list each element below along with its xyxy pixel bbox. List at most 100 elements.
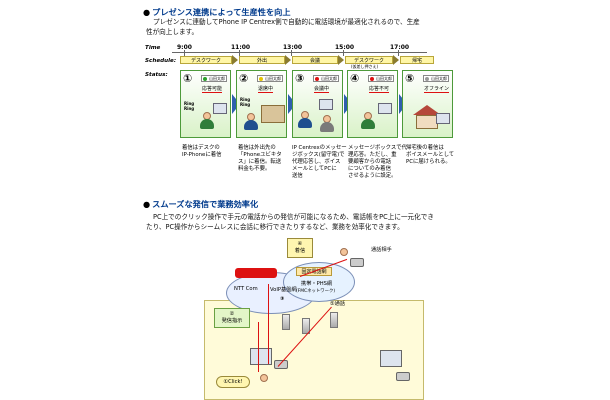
presence-card: 山田太郎 (423, 75, 449, 82)
mobile-net-label-1: 携帯・PHS網 (301, 281, 333, 287)
presence-state: オフライン (424, 86, 450, 93)
status-number: ③ (295, 72, 305, 85)
server-icon (330, 312, 338, 328)
building-icon (261, 105, 285, 123)
callout-dial-instruction: ② 発信指示 (214, 308, 250, 328)
callout-text: ①Click! (223, 378, 243, 385)
presence-state: 会議中 (314, 86, 330, 93)
voip-label: VoIP基盤網 (270, 287, 297, 293)
section2-bullet: ● (143, 199, 151, 209)
section2-heading: ●スムーズな発信で業務効率化 (143, 198, 258, 210)
time-tick (343, 50, 344, 56)
callout-incoming: ④ 着信 (287, 238, 313, 258)
caption-line: についてのみ着信 (348, 166, 391, 172)
caption-line: ジボックス(留守電)で (292, 152, 345, 158)
time-tick (398, 50, 399, 56)
presence-card: 山田太郎 (257, 75, 283, 82)
band-arrow (285, 55, 291, 65)
server-icon (282, 314, 290, 330)
time-tick (239, 50, 240, 56)
caption-line: 代理応答し、ボイス (292, 159, 341, 165)
mobile-net-label-2: (FMCネットワーク) (296, 289, 336, 294)
presence-card: 山田太郎 (201, 75, 227, 82)
time-label-2: 11:00 (231, 44, 251, 51)
caption-line: 送信 (292, 173, 303, 179)
time-row-label: Time (145, 45, 161, 51)
caption-line: 料金も不要。 (238, 166, 271, 172)
office-phone-icon (396, 372, 410, 381)
schedule-sub-note: (仮差し押さえ) (351, 64, 379, 69)
partner-person-icon (340, 248, 348, 256)
call-path-line (258, 322, 259, 372)
caption-line: IP Centrexのメッセー (292, 145, 347, 151)
user-person-icon (260, 374, 268, 382)
section2-title: スムーズな発信で業務効率化 (152, 199, 259, 209)
status-box-4: ④ 山田太郎 応答不可 (347, 70, 398, 138)
time-tick (291, 50, 292, 56)
caption-line: IP-Phoneに着信 (182, 152, 222, 158)
status-caption-2: 着信は外出先の 「Phoneユビキタ ス」に着信。転送 料金も不要。 (238, 145, 282, 173)
caption-line: 要顧客からの電話 (348, 159, 392, 165)
section1-title: プレゼンス連携によって生産性を向上 (152, 7, 291, 17)
presence-card: 山田太郎 (313, 75, 339, 82)
person-body-icon (200, 119, 214, 129)
time-label-1: 9:00 (177, 44, 192, 51)
callout-text: 発信指示 (221, 318, 243, 324)
pc-icon (319, 99, 333, 110)
caption-line: ボイスメールとして (406, 152, 455, 158)
band-arrow (393, 55, 399, 65)
caption-line: ス」に着信。転送 (238, 159, 282, 165)
presence-user: 山田太郎 (265, 75, 281, 81)
presence-red-dot (370, 76, 374, 81)
partner-phone-icon (350, 258, 364, 267)
schedule-row-label: Schedule: (145, 58, 177, 64)
schedule-band-4: デスクワーク (345, 56, 393, 64)
band-arrow (232, 55, 238, 65)
caption-line: PCに届けられる。 (406, 159, 451, 165)
ring-text: Ring Ring (240, 97, 251, 107)
section1-heading: ●プレゼンス連携によって生産性を向上 (143, 6, 291, 18)
ntt-label: NTT Com (234, 286, 258, 292)
pc-icon (378, 103, 392, 114)
ring-text: Ring Ring (184, 101, 195, 111)
presence-user: 山田太郎 (321, 75, 337, 81)
section1-para-line1: プレゼンスに連動してPhone IP Centrex側で自動的に電話環境が最適化… (153, 18, 420, 26)
status-box-2: ② 山田太郎 退席中 Ring Ring (236, 70, 287, 138)
presence-state: 応答不可 (369, 86, 390, 93)
callout-click: ①Click! (216, 376, 250, 388)
call-partner-label: 通話相手 (371, 247, 392, 253)
status-number: ① (183, 72, 193, 85)
schedule-band-5: 帰宅 (400, 56, 434, 64)
caption-line: 理応答。ただし、重 (348, 152, 397, 158)
caption-line: 「Phoneユビキタ (238, 152, 282, 158)
user-pc-icon (250, 348, 272, 365)
time-label-4: 15:00 (335, 44, 355, 51)
status-box-3: ③ 山田太郎 会議中 (292, 70, 343, 138)
time-label-5: 17:00 (390, 44, 410, 51)
presence-yellow-dot (259, 76, 263, 81)
status-number: ④ (350, 72, 360, 85)
time-axis-line (172, 52, 427, 53)
house-icon (416, 115, 438, 129)
section2-para-line2: たり、PC操作からシームレスに会話に移行できたりするなど、業務を効率化できます。 (146, 223, 404, 231)
time-label-3: 13:00 (283, 44, 303, 51)
house-roof-icon (413, 105, 441, 115)
presence-green-dot (203, 76, 207, 81)
status-caption-3: IP Centrexのメッセー ジボックス(留守電)で 代理応答し、ボイス メー… (292, 145, 347, 180)
person-body-icon (320, 122, 334, 132)
status-row-label: Status: (145, 72, 168, 78)
caption-line: メールとしてPCに (292, 166, 337, 172)
status-caption-1: 着信はデスクの IP-Phoneに着信 (182, 145, 222, 159)
presence-red-dot (315, 76, 319, 81)
status-caption-4: メッセージボックスで代 理応答。ただし、重 要顧客からの電話 についてのみ着信 … (348, 145, 407, 180)
presence-gray-dot (425, 76, 429, 81)
person-body-icon (298, 118, 312, 128)
section1-bullet: ● (143, 7, 151, 17)
section2-para-line1: PC上でのクリック操作で手元の電話からの発信が可能になるため、電話帳をPC上に一… (153, 213, 434, 221)
call-path-line (268, 284, 269, 364)
schedule-band-2: 外出 (239, 56, 285, 64)
schedule-band-1: デスクワーク (180, 56, 232, 64)
callout-text: 着信 (294, 248, 306, 254)
caption-line: メッセージボックスで代 (348, 145, 408, 151)
presence-user: 山田太郎 (209, 75, 225, 81)
